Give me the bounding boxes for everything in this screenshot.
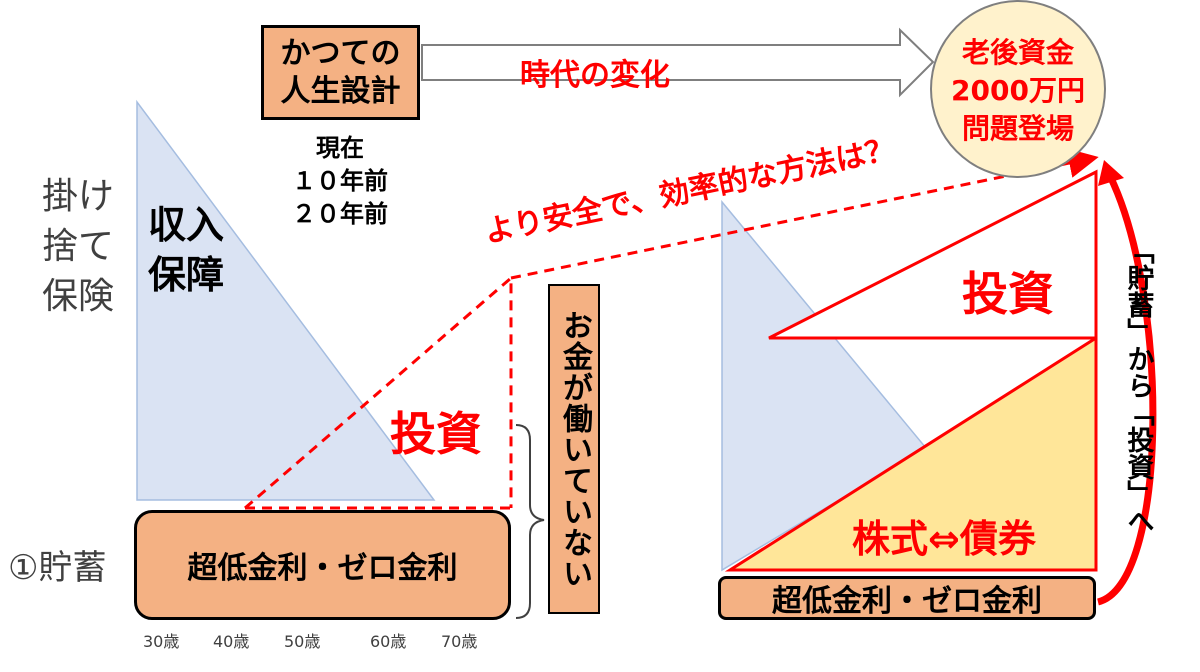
savings-to-investment-arrow — [1096, 174, 1157, 606]
income-protection-triangle — [136, 99, 436, 501]
age-tick: 50歳 — [284, 632, 321, 651]
age-tick: 70歳 — [441, 632, 478, 651]
years-list: 現在 １０年前 ２０年前 — [278, 132, 402, 231]
right-low-interest-box: 超低金利・ゼロ金利 — [718, 576, 1096, 620]
income-protection-label: 収入 保障 — [148, 203, 225, 297]
era-change-label: 時代の変化 — [520, 58, 670, 93]
savings-to-investment-arrowhead — [1098, 160, 1124, 186]
stocks-bonds-label: 株式⇔債券 — [852, 517, 1036, 561]
year-10-ago: １０年前 — [292, 167, 388, 195]
right-investment-label: 投資 — [962, 267, 1054, 321]
age-axis: 30歳 40歳 50歳 60歳 70歳 — [0, 628, 520, 658]
term-insurance-label: 掛け 捨て 保険 — [42, 176, 115, 317]
retirement-fund-circle: 老後資金 2000万円 問題登場 — [930, 0, 1106, 178]
left-low-interest-box: 超低金利・ゼロ金利 — [134, 510, 511, 620]
left-investment-label: 投資 — [390, 407, 482, 461]
right-investment-triangle — [768, 169, 1098, 340]
year-20-ago: ２０年前 — [292, 200, 388, 228]
age-tick: 40歳 — [213, 632, 250, 651]
age-tick: 60歳 — [370, 632, 407, 651]
age-tick: 30歳 — [143, 632, 180, 651]
savings-label: ①貯蓄 — [8, 548, 107, 588]
savings-to-investment-label: 「貯蓄」から「投資」へ — [1122, 236, 1154, 534]
old-life-plan-box: かつての 人生設計 — [261, 25, 420, 120]
stocks-bonds-triangle — [724, 335, 1098, 572]
era-change-arrow — [421, 27, 935, 98]
year-now: 現在 — [316, 134, 364, 162]
money-not-working-box: お金が働いていない — [548, 284, 600, 614]
curly-brace — [515, 424, 545, 619]
question-dashed-line — [510, 148, 1099, 280]
